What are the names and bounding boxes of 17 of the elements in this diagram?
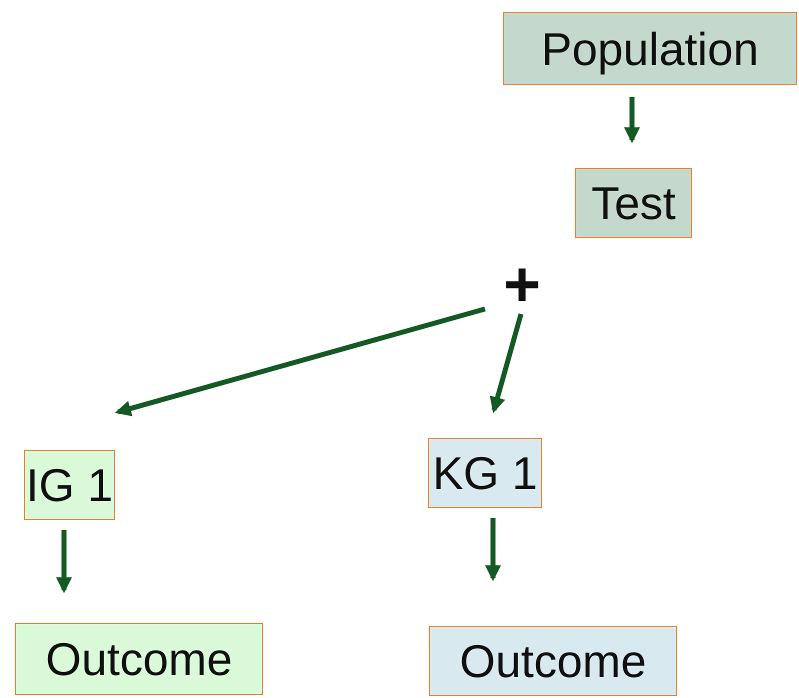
box-label: Test [591,180,676,226]
label-box [575,168,692,238]
label-box [503,12,797,85]
label-box [429,626,677,696]
plus-sign: + [503,252,541,316]
arrow [624,97,640,144]
arrow [114,306,486,416]
label-box [24,450,115,520]
box-label: Outcome [460,638,646,684]
arrow [56,530,72,594]
label-box [15,623,263,695]
arrow [485,518,501,582]
box-label: IG 1 [26,462,113,508]
arrow [490,313,524,414]
box-label: KG 1 [432,450,538,496]
box-label: Outcome [46,636,232,682]
label-box [428,438,542,508]
